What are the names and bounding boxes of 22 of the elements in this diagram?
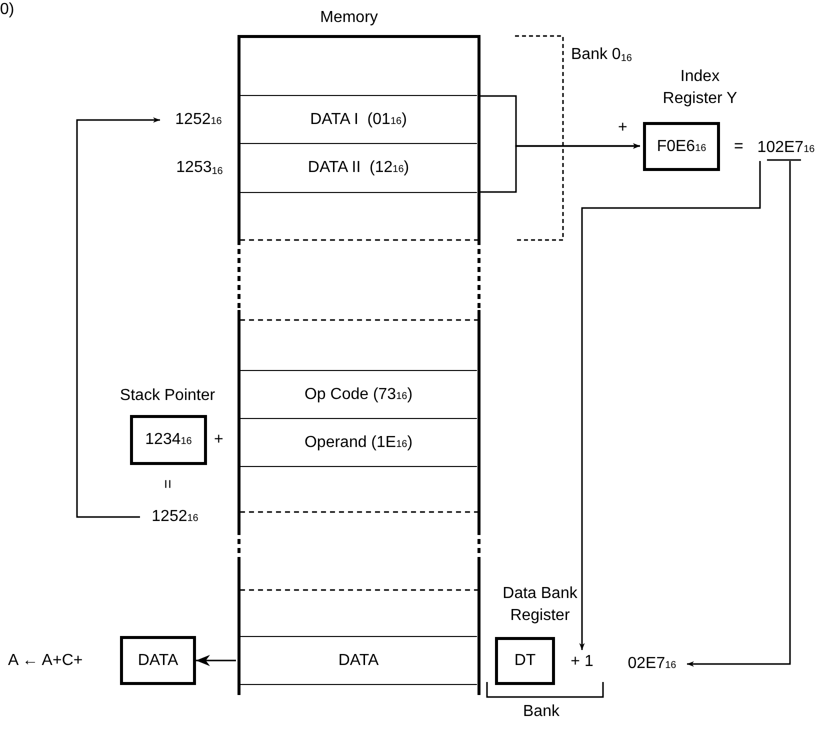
arrow (76, 117, 160, 518)
increment-label: + 1 (563, 650, 601, 674)
formula-label: A ← A+C+ (8, 651, 83, 671)
register-label: Data Bank Register (502, 584, 578, 626)
arrow (479, 143, 640, 193)
memory-cell: DATA (240, 636, 477, 685)
memory-heading: Memory (319, 8, 379, 28)
data-box: DATA (120, 636, 196, 685)
register-label: Stack Pointer (118, 386, 216, 406)
register-label: Index Register Y (662, 67, 738, 109)
register-value-box: DT (495, 637, 555, 685)
arrow (579, 161, 761, 650)
arrow (196, 654, 236, 666)
bank-label: Bank (523, 702, 560, 722)
address-label: 1253$_{16}$ (175, 158, 224, 179)
equals-sign: = (158, 479, 177, 489)
bank-label: Bank 0$_{16}$ (571, 45, 632, 66)
plus-sign: + (214, 430, 224, 450)
arrow (687, 161, 791, 667)
equals-sign: = (734, 137, 744, 157)
plus-sign: + (618, 118, 628, 138)
caption-fragment: 0) (0, 0, 14, 20)
